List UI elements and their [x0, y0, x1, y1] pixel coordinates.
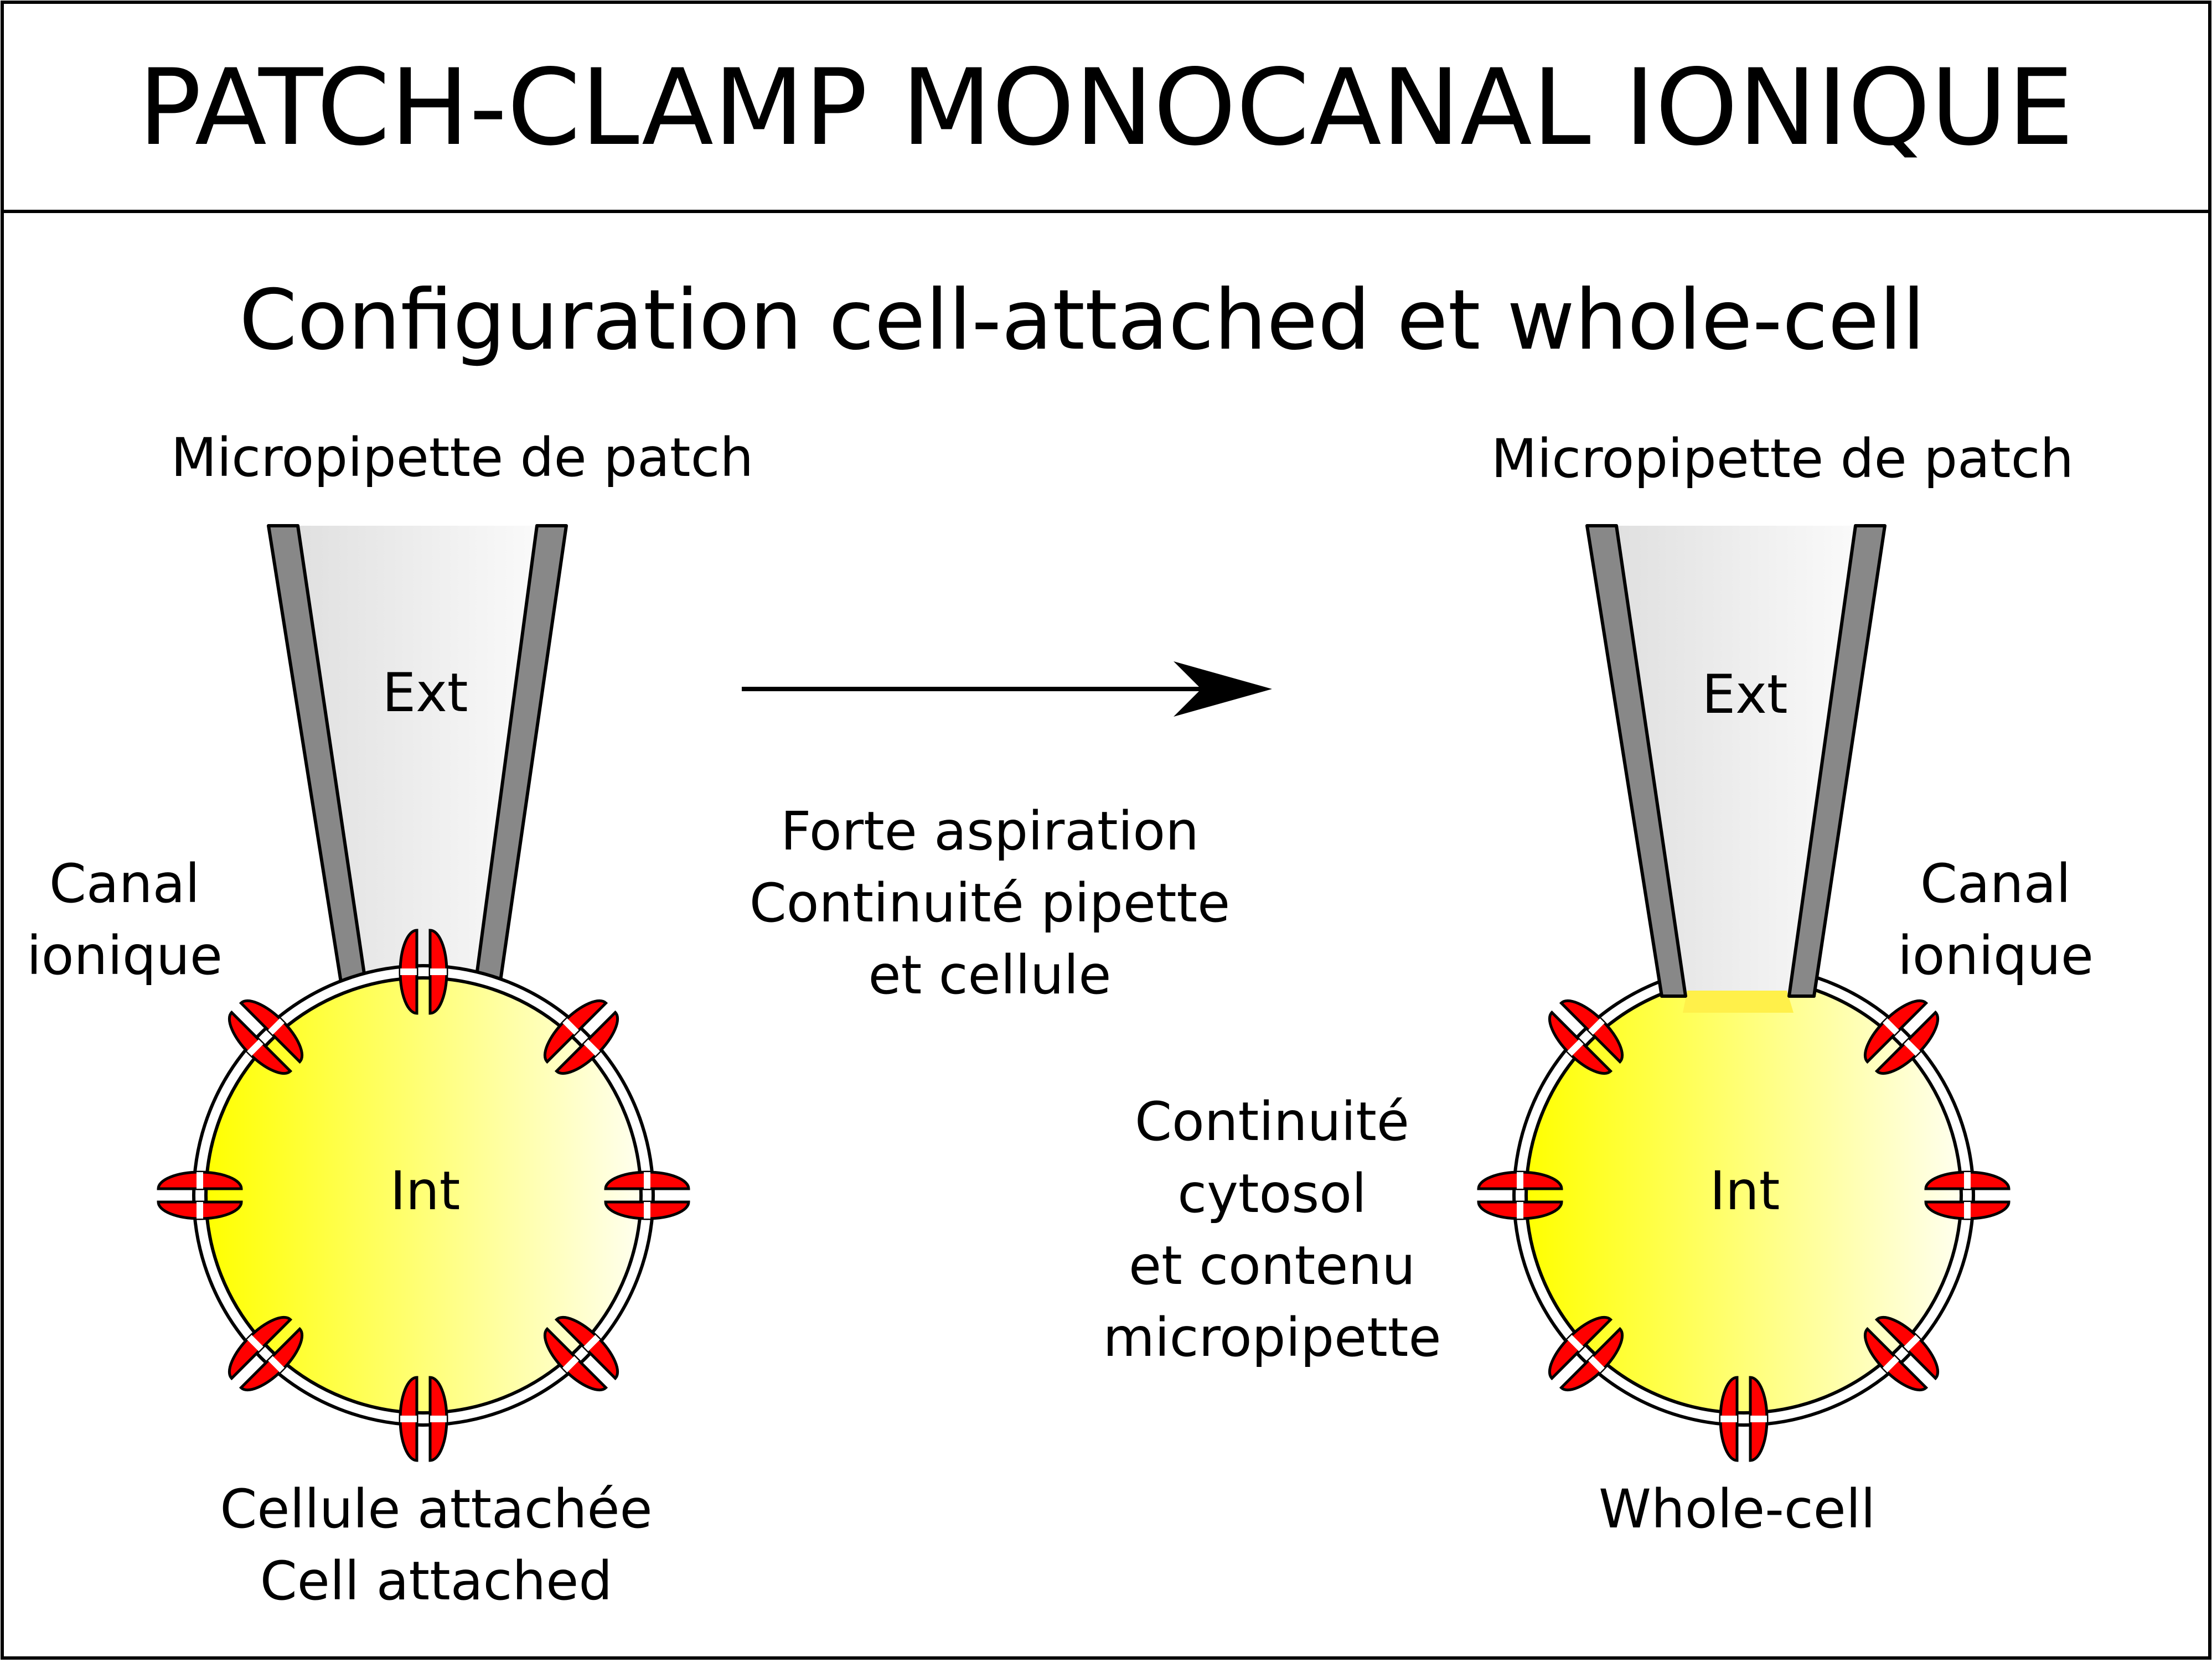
left-caption-line2: Cell attached — [260, 1550, 613, 1612]
transition-arrow — [742, 661, 1272, 717]
transition-line3: et cellule — [869, 944, 1112, 1006]
page-title: PATCH-CLAMP MONOCANAL IONIQUE — [138, 46, 2074, 169]
right-pipette-inside-label: Ext — [1702, 664, 1787, 726]
left-cell-inside-label: Int — [390, 1160, 461, 1222]
left-panel: Micropipette de patch Ext Int Canal ioni… — [27, 427, 753, 1612]
left-channel-label-line1: Canal — [49, 853, 200, 915]
right-cell-inside-label: Int — [1710, 1160, 1780, 1222]
right-caption: Whole-cell — [1599, 1478, 1875, 1540]
page-subtitle: Configuration cell-attached et whole-cel… — [239, 272, 1925, 369]
left-micropipette — [267, 524, 568, 998]
transition-line1: Forte aspiration — [781, 800, 1199, 862]
continuity-line2: cytosol — [1177, 1163, 1366, 1225]
left-pipette-label: Micropipette de patch — [171, 427, 753, 489]
right-channel-label-line2: ionique — [1898, 925, 2094, 987]
left-cell — [192, 964, 655, 1427]
continuity-line3: et contenu — [1129, 1235, 1415, 1297]
left-caption-line1: Cellule attachée — [220, 1478, 652, 1540]
transition-line2: Continuité pipette — [750, 872, 1230, 934]
left-channel-label-line2: ionique — [27, 925, 223, 987]
right-panel: Micropipette de patch Ext Int Canal ioni… — [1103, 428, 2093, 1540]
left-pipette-inside-label: Ext — [382, 662, 468, 724]
right-channel-label-line1: Canal — [1920, 853, 2071, 915]
right-pipette-label: Micropipette de patch — [1491, 428, 2074, 490]
continuity-line4: micropipette — [1103, 1307, 1441, 1369]
continuity-line1: Continuité — [1135, 1091, 1409, 1153]
right-micropipette — [1585, 524, 1887, 1013]
